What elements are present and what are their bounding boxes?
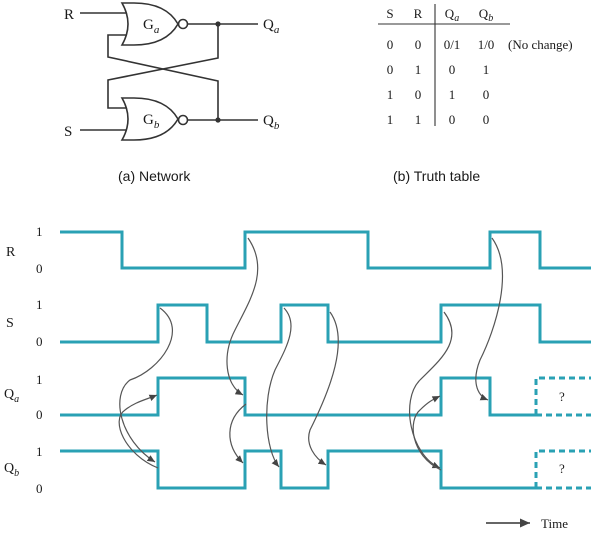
- truth-table-cell: 0: [449, 62, 456, 77]
- truth-table-cell: 0: [415, 87, 422, 102]
- r-input-label: R: [64, 7, 74, 23]
- truth-table-cell: 0: [415, 37, 422, 52]
- qb-low-label: 0: [36, 481, 43, 496]
- truth-table-header-cell: R: [414, 6, 423, 21]
- no-change-note: (No change): [508, 37, 573, 52]
- s-high-label: 1: [36, 297, 43, 312]
- nor-gate-a: [120, 2, 179, 46]
- qb-unknown-mark: ?: [559, 461, 565, 476]
- timing-label-s: S: [6, 316, 14, 331]
- truth-table-cell: 0: [483, 87, 490, 102]
- truth-table-cell: 1: [387, 87, 394, 102]
- out-b-label: Qb: [263, 113, 280, 132]
- qb-unknown-box: [534, 449, 591, 490]
- feedback-wire-a-to-b: [107, 23, 219, 109]
- timing-diagram: R S Qa Qb 1 0 1 0 1 0 1 0 ? ?: [4, 224, 591, 531]
- network-caption: (a) Network: [118, 168, 191, 184]
- qb-waveform: [60, 449, 536, 490]
- causal-arrow-5: [266, 307, 292, 468]
- qa-waveform: [60, 376, 536, 417]
- gate-a-label: Ga: [143, 17, 160, 36]
- causal-arrow-9: [475, 237, 504, 401]
- qb-high-label: 1: [36, 444, 43, 459]
- truth-table-header-cell: Qa: [445, 6, 459, 24]
- causal-arrow-6: [308, 311, 339, 466]
- junction-dot-b: [215, 117, 221, 123]
- truth-table-header-cell: Qb: [479, 6, 493, 24]
- inverter-bubble-b: [177, 114, 189, 126]
- truth-table-body: 0 0 0/1 1/0 0 1 0 1 1 0 1 0 1 1 0 0: [387, 37, 495, 127]
- truth-table-header: S R Qa Qb: [386, 6, 493, 24]
- truth-table-cell: 1: [387, 112, 394, 127]
- r-low-label: 0: [36, 261, 43, 276]
- timing-label-qb: Qb: [4, 461, 19, 479]
- nor-gate-b: [120, 97, 179, 141]
- qa-low-label: 0: [36, 407, 43, 422]
- causal-arrow-2: [118, 394, 159, 469]
- truth-table-cell: 1/0: [478, 37, 495, 52]
- qa-unknown-box: [534, 376, 591, 417]
- s-low-label: 0: [36, 334, 43, 349]
- truth-table-cell: 0/1: [444, 37, 461, 52]
- out-a-label: Qa: [263, 17, 280, 36]
- gate-b-label: Gb: [143, 112, 160, 131]
- causal-arrow-3: [226, 237, 259, 396]
- r-high-label: 1: [36, 224, 43, 239]
- truth-table-cell: 1: [449, 87, 456, 102]
- junction-dot-a: [215, 21, 221, 27]
- truth-table-cell: 0: [387, 62, 394, 77]
- causal-arrow-8: [412, 395, 442, 471]
- truth-table-cell: 1: [415, 112, 422, 127]
- s-input-label: S: [64, 124, 72, 140]
- timing-label-r: R: [6, 245, 16, 260]
- causal-arrow-1: [119, 307, 173, 463]
- truth-table-cell: 1: [483, 62, 490, 77]
- truth-table-cell: 1: [415, 62, 422, 77]
- network-diagram: R S Ga Gb Qa Qb (a) Network: [64, 2, 280, 184]
- truth-table-cell: 0: [483, 112, 490, 127]
- qa-high-label: 1: [36, 372, 43, 387]
- causal-arrow-7: [409, 311, 453, 469]
- truth-table-cell: 0: [387, 37, 394, 52]
- causal-arrow-4: [229, 403, 247, 464]
- timing-label-qa: Qa: [4, 387, 19, 405]
- truth-table-caption: (b) Truth table: [393, 168, 480, 184]
- causality-arrows: [118, 237, 504, 471]
- feedback-wire-b-to-a: [107, 34, 219, 122]
- truth-table-header-cell: S: [386, 6, 393, 21]
- s-waveform: [60, 303, 591, 344]
- time-label: Time: [541, 516, 568, 531]
- truth-table-cell: 0: [449, 112, 456, 127]
- inverter-bubble-a: [177, 18, 189, 30]
- qa-unknown-mark: ?: [559, 389, 565, 404]
- r-waveform: [60, 230, 591, 270]
